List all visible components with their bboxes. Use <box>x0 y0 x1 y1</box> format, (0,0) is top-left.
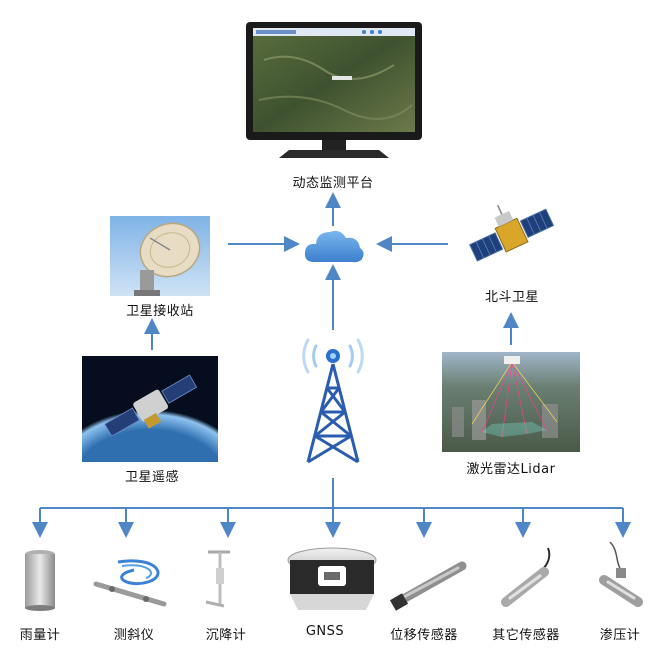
lidar-label: 激光雷达Lidar <box>466 462 556 477</box>
sensor-label-settlement-gauge: 沉降计 <box>205 628 247 643</box>
other-sensor-icon <box>501 547 551 607</box>
gnss-receiver-icon <box>287 547 377 610</box>
rain-gauge-icon <box>25 550 55 611</box>
sensor-label-rain-gauge: 雨量计 <box>19 628 61 643</box>
ground-station-label: 卫星接收站 <box>126 304 194 319</box>
settlement-gauge-icon <box>205 550 230 608</box>
satellite-dish-icon <box>110 216 210 296</box>
remote-sensing-satellite-icon <box>82 356 218 462</box>
beidou-satellite-icon <box>469 204 555 262</box>
sensor-label-displacement-sensor: 位移传感器 <box>390 628 458 643</box>
sensor-label-other-sensor: 其它传感器 <box>492 628 560 643</box>
cloud-icon <box>304 230 364 263</box>
inclinometer-icon <box>93 559 167 607</box>
piezometer-icon <box>599 541 643 607</box>
platform-label: 动态监测平台 <box>292 176 374 191</box>
lidar-scan-icon <box>442 352 580 452</box>
displacement-sensor-icon <box>389 561 467 611</box>
signal-tower-icon <box>302 338 364 464</box>
beidou-label: 北斗卫星 <box>484 290 540 305</box>
sensor-label-inclinometer: 测斜仪 <box>113 628 155 643</box>
sensor-label-piezometer: 渗压计 <box>599 628 641 643</box>
remote-sensing-label: 卫星遥感 <box>124 470 180 485</box>
monitor-icon <box>246 22 422 158</box>
sensor-label-gnss: GNSS <box>305 624 345 639</box>
